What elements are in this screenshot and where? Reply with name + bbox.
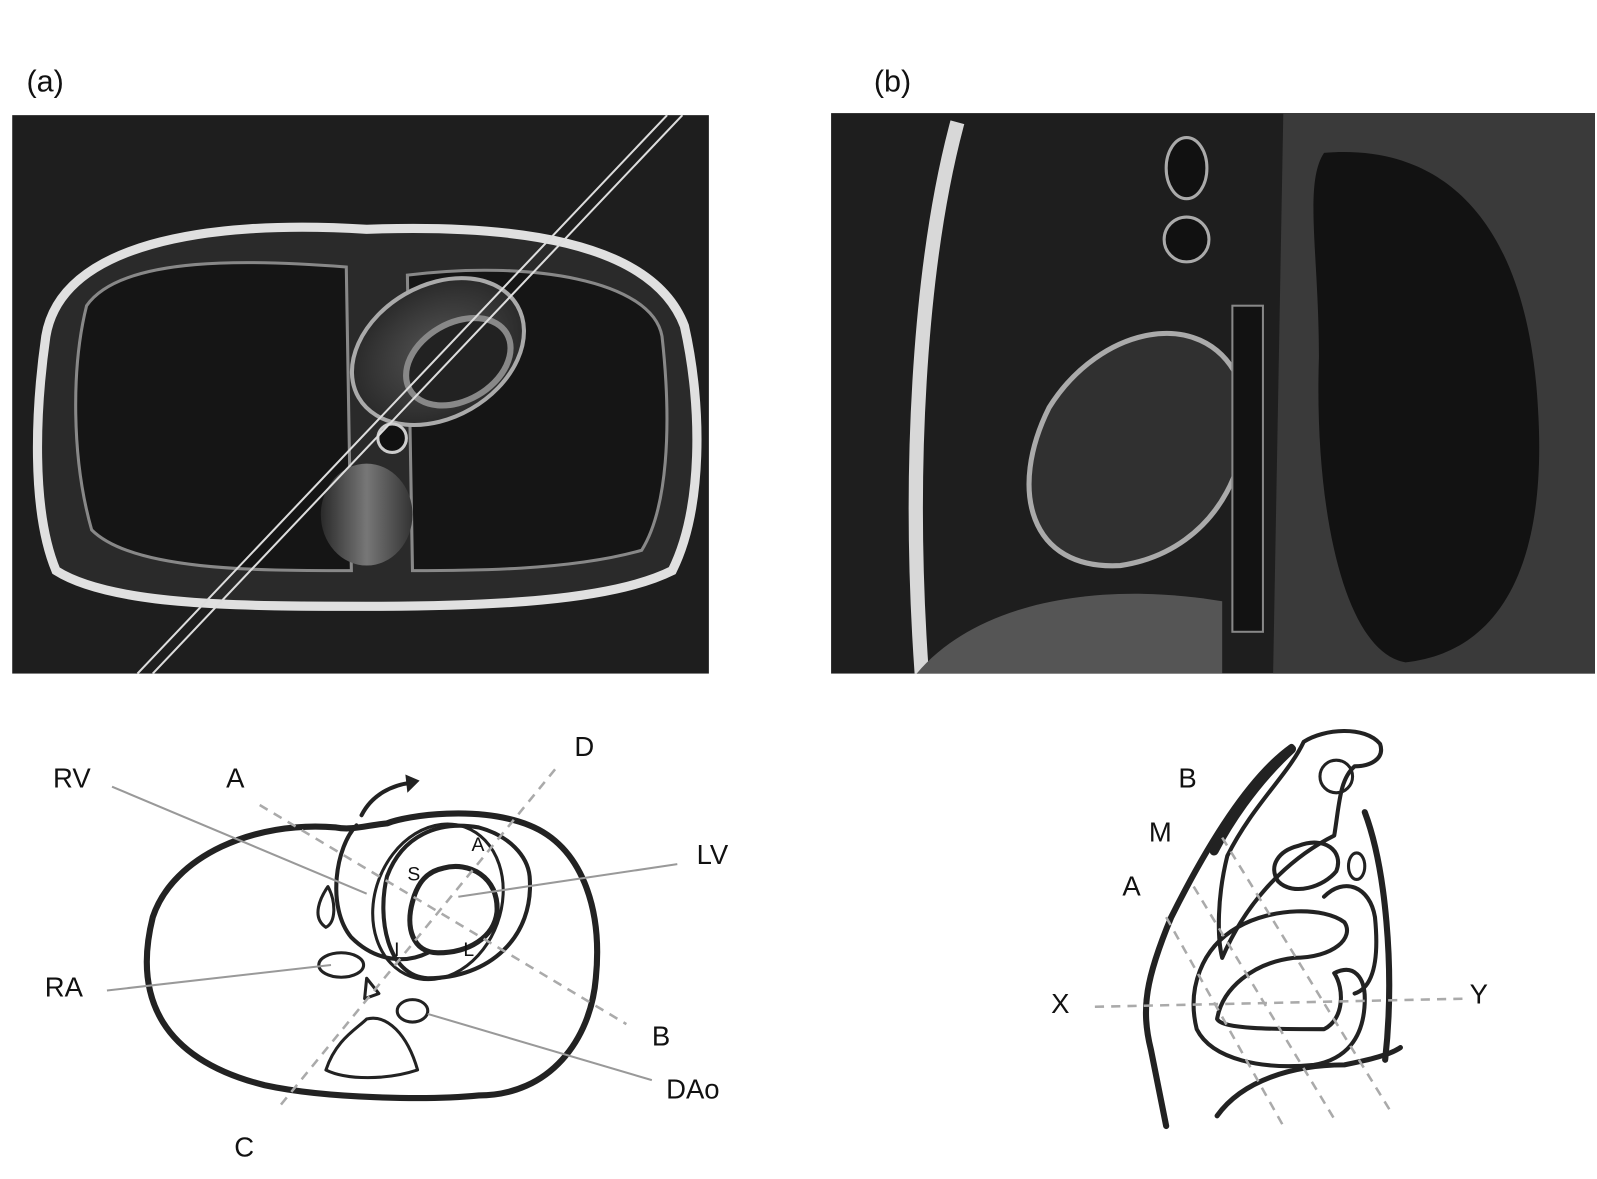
label-c: C [234, 1132, 254, 1163]
segment-label-l: L [463, 939, 474, 961]
mri-axial-image [12, 114, 709, 675]
label-m: M [1149, 817, 1172, 848]
label-dao: DAo [666, 1073, 719, 1104]
label-lv: LV [697, 839, 729, 870]
label-y: Y [1470, 979, 1488, 1010]
label-d: D [574, 731, 594, 762]
sagittal-diagram [1094, 728, 1467, 1130]
axial-diagram [106, 768, 678, 1107]
segment-label-i: I [394, 939, 399, 961]
panel-label-a: (a) [26, 65, 63, 99]
label-b: B [652, 1021, 670, 1052]
label-rv: RV [53, 763, 91, 794]
panel-label-b: (b) [874, 65, 911, 99]
mri-sagittal-image [831, 113, 1595, 675]
label-a-sagittal: A [1122, 871, 1141, 902]
label-ra: RA [45, 972, 84, 1003]
segment-label-a: A [472, 834, 485, 856]
label-b-sagittal: B [1178, 763, 1196, 794]
label-x: X [1051, 988, 1069, 1019]
segment-label-s: S [407, 863, 420, 885]
label-a: A [226, 763, 245, 794]
